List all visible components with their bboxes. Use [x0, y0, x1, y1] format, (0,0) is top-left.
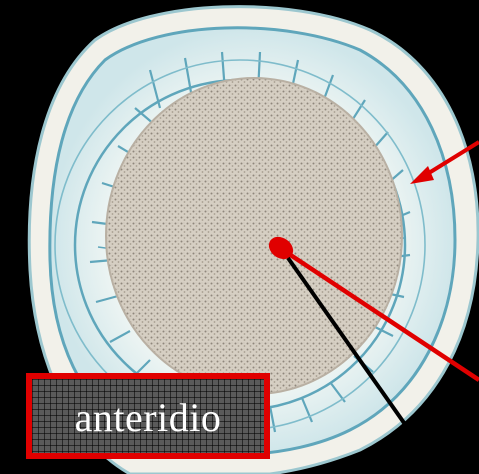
spermatogenous-tissue	[106, 78, 402, 394]
figure-label: anteridio	[75, 398, 222, 438]
figure-label-box: anteridio	[26, 373, 270, 459]
